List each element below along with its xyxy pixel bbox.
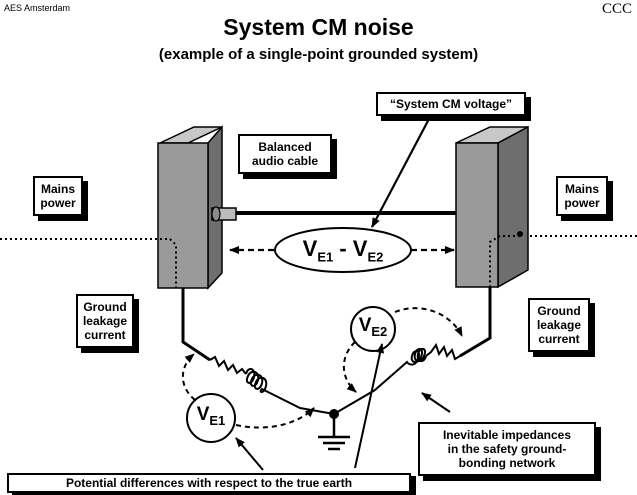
mains-power-left-callout: Mains power bbox=[33, 176, 83, 216]
slide-subtitle: (example of a single-point grounded syst… bbox=[158, 46, 479, 63]
resistor-right bbox=[425, 342, 461, 361]
slide-title: System CM noise bbox=[223, 14, 414, 40]
mains-power-right-callout: Mains power bbox=[556, 176, 608, 216]
venue-label: AES Amsterdam bbox=[4, 3, 71, 13]
ve1-subscript: E1 bbox=[317, 249, 334, 265]
ground-leakage-right-callout: Ground leakage current bbox=[528, 298, 590, 352]
ground-wire-left bbox=[181, 288, 211, 362]
ve2-circle bbox=[350, 306, 396, 352]
right-equipment-box bbox=[455, 125, 529, 289]
v-symbol: V bbox=[302, 236, 318, 261]
ve1-circle bbox=[186, 393, 236, 443]
v-symbol: V bbox=[196, 404, 210, 425]
ground-leakage-left-callout: Ground leakage current bbox=[76, 294, 134, 348]
minus-sign: - bbox=[333, 236, 353, 261]
center-voltage-label: VE1 - VE2 bbox=[283, 236, 403, 264]
left-equipment-box bbox=[157, 125, 223, 290]
ve2-subscript: E2 bbox=[367, 249, 384, 265]
resistor-left bbox=[209, 355, 247, 375]
ve2-label: VE2 bbox=[351, 315, 395, 339]
inductor-left bbox=[245, 368, 335, 415]
balanced-audio-cable-callout: Balanced audio cable bbox=[238, 134, 332, 174]
impedances-callout: Inevitable impedances in the safety grou… bbox=[418, 422, 596, 476]
corner-tag: CCC bbox=[601, 1, 632, 17]
ve2-subscript: E2 bbox=[371, 323, 388, 339]
system-cm-voltage-callout: “System CM voltage” bbox=[376, 92, 526, 116]
v-symbol: V bbox=[352, 236, 368, 261]
potential-differences-callout: Potential differences with respect to th… bbox=[7, 473, 411, 493]
inductor-right bbox=[333, 348, 427, 415]
ground-wire-right bbox=[459, 287, 492, 358]
v-symbol: V bbox=[358, 315, 372, 336]
ve1-subscript: E1 bbox=[209, 412, 226, 428]
ve1-label: VE1 bbox=[187, 404, 235, 428]
